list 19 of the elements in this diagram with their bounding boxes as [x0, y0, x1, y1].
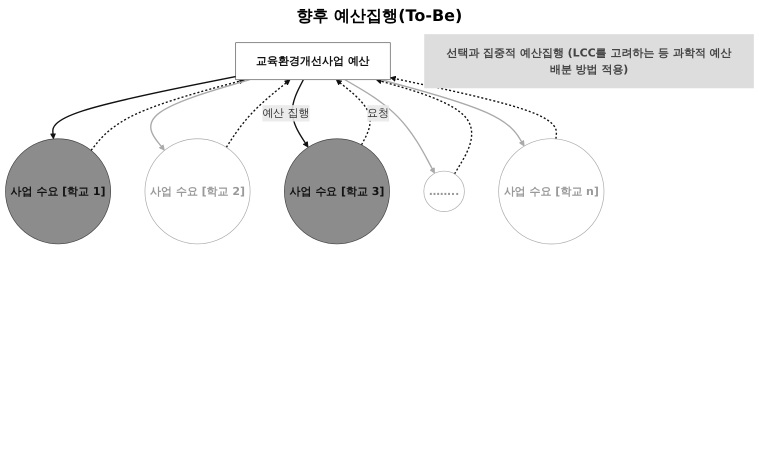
arrow [150, 79, 250, 151]
arrow [390, 76, 558, 139]
arrow [50, 76, 236, 140]
arrow [336, 79, 371, 146]
node-circle: 사업 수요 [학교 3] [284, 138, 390, 244]
arrow [90, 78, 246, 151]
diagram-title: 향후 예산집행(To-Be) [296, 6, 464, 27]
node-circle: 사업 수요 [학교 2] [144, 138, 250, 244]
node-box: 교육환경개선사업 예산 [235, 42, 391, 80]
arrow [380, 79, 525, 146]
arrow [376, 78, 472, 174]
edge-label: 요청 [367, 106, 390, 120]
node-circle: 사업 수요 [학교 n] [498, 138, 604, 244]
arrow [226, 79, 290, 148]
arrow [344, 79, 435, 174]
node-box: 선택과 집중적 예산집행 (LCC를 고려하는 등 과학적 예산배분 방법 적용) [424, 34, 754, 88]
edge-label: 예산 집행 [262, 106, 310, 120]
node-circle: …….. [423, 170, 465, 212]
node-circle: 사업 수요 [학교 1] [5, 138, 112, 244]
